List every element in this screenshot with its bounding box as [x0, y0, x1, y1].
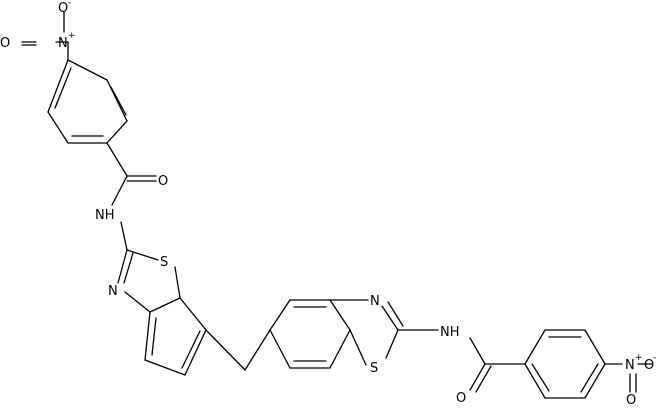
bond [181, 330, 201, 369]
bond [54, 67, 72, 109]
bond [205, 329, 246, 371]
bond [385, 329, 399, 359]
bond [387, 301, 404, 327]
bond [244, 329, 271, 371]
charge-label: - [68, 0, 71, 8]
bond [123, 252, 134, 284]
bonds [21, 11, 653, 399]
bond [126, 249, 159, 261]
bond [580, 363, 599, 393]
atom-label: N [108, 284, 118, 299]
charge-label: + [68, 31, 76, 41]
atom-label: O [456, 391, 466, 406]
bond [179, 297, 207, 331]
charge-label: + [635, 353, 643, 363]
bond [269, 329, 291, 369]
bond [469, 363, 486, 391]
bond [524, 363, 546, 399]
bond [269, 299, 291, 331]
bond [47, 59, 69, 113]
atom-label: NH [95, 208, 115, 223]
atom-label: N [58, 36, 68, 51]
atom-label: N [370, 294, 380, 309]
bond [151, 317, 157, 356]
atom-label: O [158, 174, 168, 189]
bond [110, 86, 127, 116]
atom-label: O [626, 393, 636, 408]
bond [329, 329, 351, 369]
bond [469, 337, 486, 365]
bond [184, 329, 207, 376]
bond [584, 363, 606, 399]
charge-label: - [653, 353, 656, 363]
bond [174, 266, 181, 299]
bond [124, 291, 151, 313]
bond [111, 175, 128, 206]
atom-label: N [625, 358, 635, 373]
bond [531, 363, 550, 392]
bond [144, 311, 151, 361]
atom-label: NH [440, 325, 460, 340]
bond [106, 79, 128, 122]
atom-labels: N + O O - O NH S N N S NH O N + O - O [0, 0, 656, 408]
bond [120, 221, 128, 251]
bond [149, 297, 181, 313]
atom-label: O [58, 1, 68, 16]
bond [381, 305, 399, 331]
bond [47, 111, 69, 144]
atom-label: S [160, 255, 168, 270]
bond [524, 329, 546, 365]
bond [144, 359, 186, 376]
atom-label: O [644, 358, 654, 373]
bond [106, 120, 128, 144]
atom-label: S [370, 361, 378, 376]
bond [329, 299, 351, 331]
bond [106, 142, 128, 177]
bond [117, 249, 128, 284]
bond [67, 59, 108, 81]
atom-label: O [0, 36, 10, 51]
bond [584, 329, 606, 365]
bond [475, 365, 492, 393]
bond [349, 329, 367, 366]
